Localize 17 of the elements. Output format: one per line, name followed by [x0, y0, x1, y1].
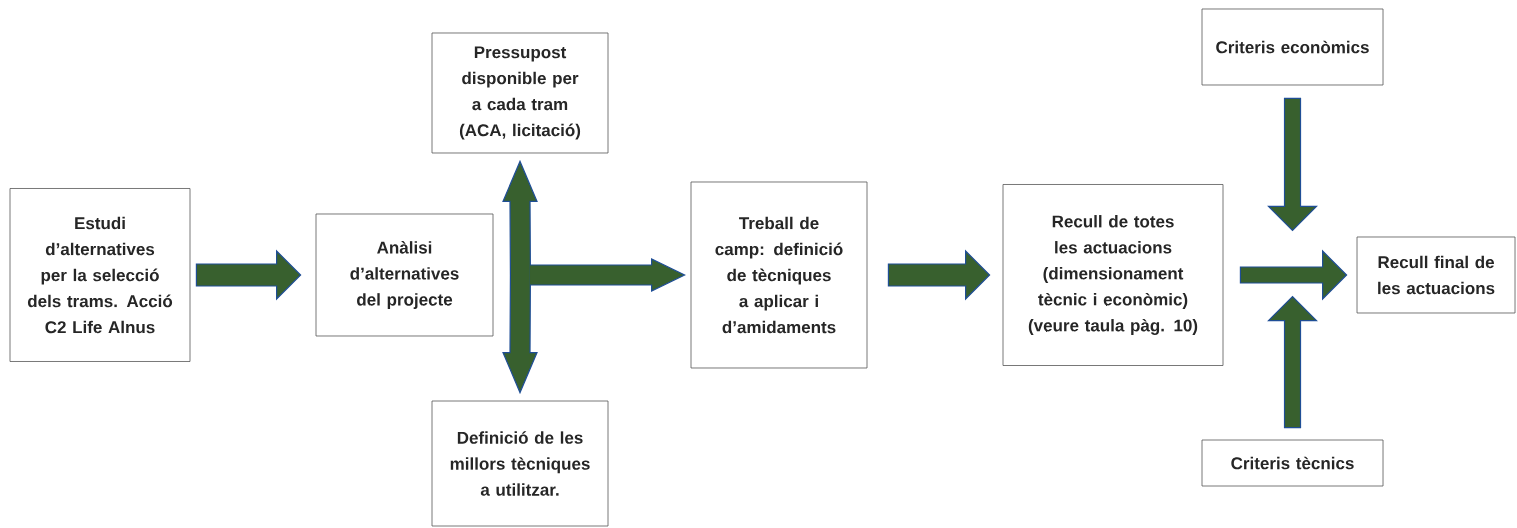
- process-box: Recull final de les actuacions: [1356, 236, 1516, 314]
- process-box: Recull de totes les actuacions (dimensionament tècnic i econòmic) (veure taula pàg. 10): [1002, 184, 1224, 366]
- block-arrow: [887, 249, 991, 301]
- block-arrow: [529, 258, 686, 292]
- block-arrow: [195, 249, 302, 301]
- process-box: Pressupost disponible per a cada tram (ACA, licitació): [431, 32, 609, 154]
- block-arrow: [502, 274, 538, 395]
- block-arrow: [1239, 249, 1348, 301]
- block-arrow: [502, 159, 538, 276]
- process-box: Treball de camp: definició de tècniques a aplicar i d’amidaments: [690, 181, 868, 369]
- block-arrow: [1267, 295, 1318, 429]
- block-arrow: [1267, 97, 1318, 232]
- process-box: Criteris tècnics: [1201, 439, 1384, 487]
- process-box: Estudi d’alternatives per la selecció dels trams. Acció C2 Life Alnus: [9, 188, 191, 362]
- process-box: Anàlisi d’alternatives del projecte: [315, 213, 494, 337]
- process-box: Criteris econòmics: [1201, 8, 1384, 86]
- process-box: Definició de les millors tècniques a utilitzar.: [431, 400, 609, 527]
